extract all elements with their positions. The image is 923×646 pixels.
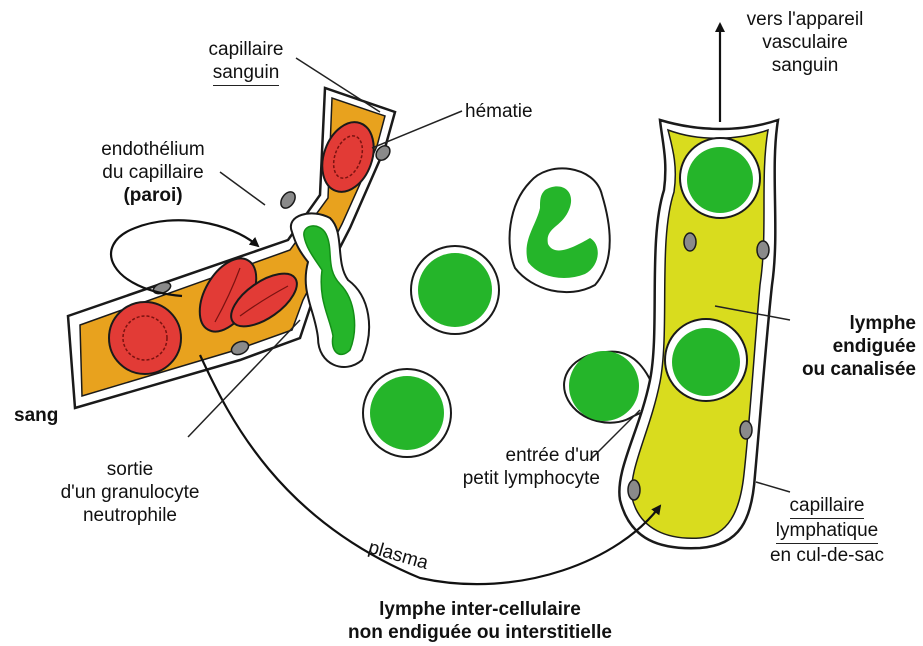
label-line: ou canalisée	[760, 358, 916, 381]
label-line: du capillaire	[78, 161, 228, 184]
label-line: sortie	[40, 458, 220, 481]
endothelial-nucleus	[684, 233, 696, 251]
label-line: hématie	[465, 101, 533, 122]
label-ou-interstitielle: ou interstitielle	[477, 622, 612, 643]
label-hematie: hématie	[465, 100, 533, 123]
label-line: capillaire	[196, 38, 296, 61]
label-line: petit lymphocyte	[448, 467, 600, 490]
label-line: endothélium	[78, 138, 228, 161]
lymphocyte-in-lymph	[680, 138, 760, 218]
lymphocyte-free	[411, 246, 499, 334]
label-line: lymphe inter-cellulaire	[300, 598, 660, 621]
label-capillaire-sanguin: capillaire sanguin	[196, 38, 296, 86]
label-vers-appareil: vers l'appareil vasculaire sanguin	[730, 8, 880, 77]
label-line: vers l'appareil	[730, 8, 880, 31]
label-line: sang	[14, 405, 58, 426]
label-entree: entrée d'un petit lymphocyte	[448, 444, 600, 490]
label-lymphe-endiguee: lymphe endiguée ou canalisée	[760, 312, 916, 381]
label-line: lymphatique	[776, 519, 878, 544]
endothelial-nucleus	[278, 189, 298, 211]
endothelial-nucleus	[740, 421, 752, 439]
label-sortie: sortie d'un granulocyte neutrophile	[40, 458, 220, 527]
label-line: entrée d'un	[448, 444, 600, 467]
label-line: d'un granulocyte	[40, 481, 220, 504]
label-line: neutrophile	[40, 504, 220, 527]
label-endothelium: endothélium du capillaire (paroi)	[78, 138, 228, 207]
lymphatic-capillary	[619, 120, 778, 548]
label-lymphe-inter: lymphe inter-cellulaire non endiguée ou …	[300, 598, 660, 644]
label-sang: sang	[14, 404, 58, 427]
endothelial-nucleus	[628, 480, 640, 500]
label-line: capillaire	[790, 494, 865, 519]
label-line: sanguin	[213, 61, 280, 86]
lymphocyte-free	[363, 369, 451, 457]
label-line: (paroi)	[78, 184, 228, 207]
label-line: endiguée	[760, 335, 916, 358]
label-line: vasculaire	[730, 31, 880, 54]
label-line: sanguin	[730, 54, 880, 77]
label-line: lymphe	[760, 312, 916, 335]
lymphocyte-irregular	[510, 168, 610, 292]
lymphocyte-in-lymph	[665, 319, 747, 401]
red-blood-cell	[109, 302, 181, 374]
label-non-endiguee: non endiguée	[348, 622, 472, 643]
endothelial-nucleus	[757, 241, 769, 259]
label-line: en cul-de-sac	[752, 544, 902, 567]
label-capillaire-lymphatique: capillaire lymphatique en cul-de-sac	[752, 494, 902, 567]
